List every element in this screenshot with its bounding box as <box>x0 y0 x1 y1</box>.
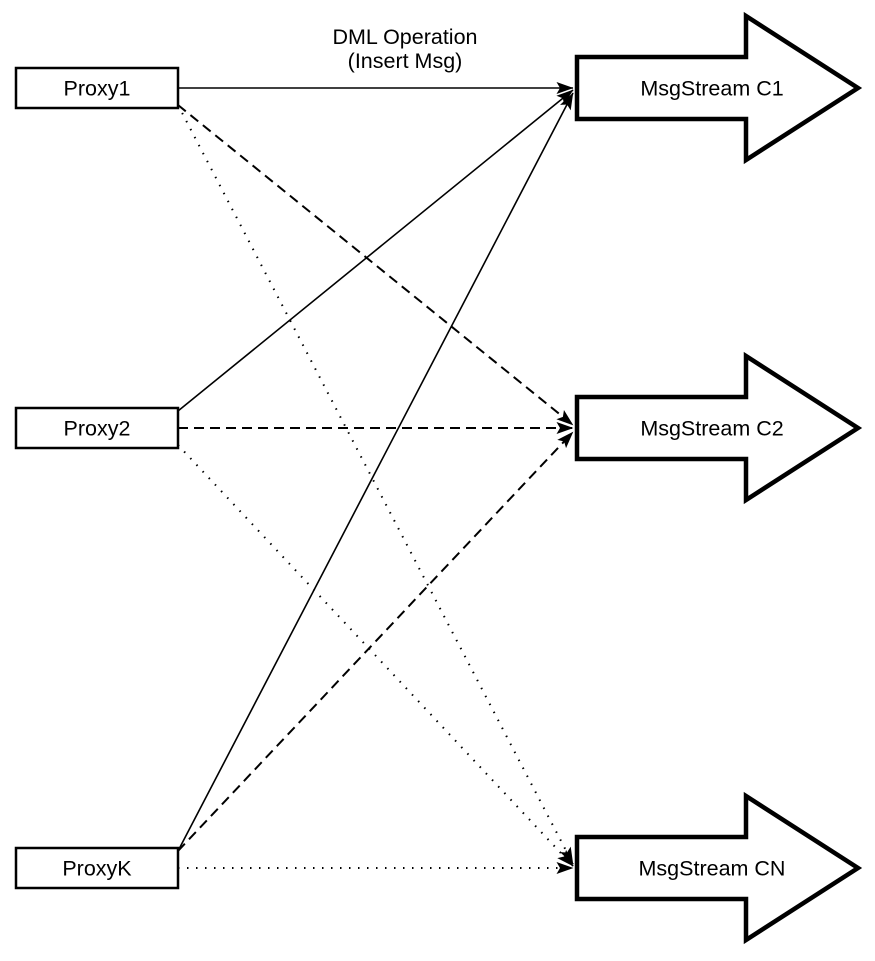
proxy1-label: Proxy1 <box>64 77 131 101</box>
msgstream-c1-label: MsgStream C1 <box>640 77 783 101</box>
edge-proxy1-c2-dashed <box>177 104 574 426</box>
msgstream-c1-arrow-shape <box>574 11 863 165</box>
diagram-title-line1: DML Operation <box>333 25 478 49</box>
node-proxy1: Proxy1 <box>14 66 180 110</box>
edge-proxy1-cn-dotted <box>177 104 574 865</box>
proxy2-box <box>14 406 180 450</box>
proxy1-box <box>14 66 180 110</box>
node-msgstream-c1: MsgStream C1 <box>574 11 863 165</box>
msgstream-cn-arrow-shape <box>574 791 863 945</box>
proxyk-label: ProxyK <box>62 857 132 881</box>
msgstream-c2-arrow-shape <box>574 351 863 505</box>
edge-proxyk-c1-solid <box>177 92 574 852</box>
node-proxy2: Proxy2 <box>14 406 180 450</box>
edge-proxyk-c2-dashed <box>177 431 574 852</box>
diagram-title-line2: (Insert Msg) <box>348 49 463 73</box>
edge-proxy2-cn-dotted <box>177 444 574 867</box>
node-msgstream-c2: MsgStream C2 <box>574 351 863 505</box>
proxy2-label: Proxy2 <box>64 417 131 441</box>
msgstream-c2-label: MsgStream C2 <box>640 417 783 441</box>
proxyk-box <box>14 846 180 890</box>
msgstream-cn-label: MsgStream CN <box>639 857 786 881</box>
node-proxyk: ProxyK <box>14 846 180 890</box>
edge-proxy2-c1-solid <box>177 89 574 412</box>
node-msgstream-cn: MsgStream CN <box>574 791 863 945</box>
